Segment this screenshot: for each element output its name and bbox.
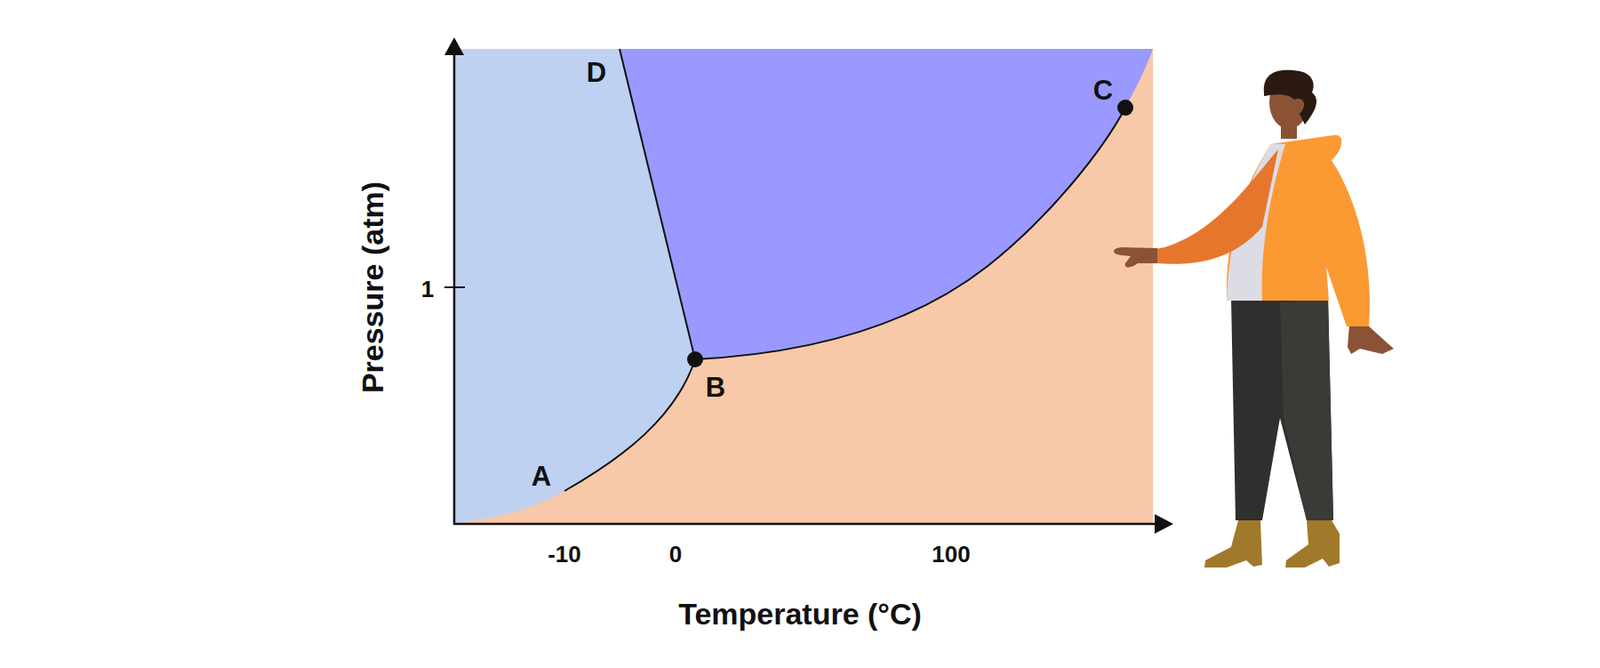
x-axis-arrowhead: [1154, 513, 1174, 534]
axis-title: Pressure (atm): [357, 181, 388, 393]
critical-point: [1117, 99, 1134, 116]
hand: [1347, 324, 1394, 354]
axis-title: Temperature (°C): [678, 598, 922, 629]
x-axis: [453, 522, 1158, 526]
tick-label: 1: [421, 277, 434, 301]
point-letter: D: [586, 58, 607, 87]
triple-point: [687, 351, 704, 368]
tick-label: 100: [931, 542, 970, 566]
gas-region: [454, 48, 1153, 524]
tick-label: 0: [669, 542, 682, 566]
liquid-gas-line: [695, 107, 1126, 360]
pants-leg: [1280, 297, 1334, 520]
point-letter: B: [705, 373, 726, 401]
liquid-region: [619, 48, 1153, 360]
pants: [1231, 297, 1334, 520]
y-axis-arrowhead: [444, 37, 464, 56]
boot: [1204, 520, 1263, 568]
presenter-figure: [1113, 70, 1394, 568]
boot: [1285, 520, 1340, 568]
solid-liquid-line: [619, 48, 696, 360]
solid-gas-line: [564, 359, 696, 491]
pointing-hand: [1113, 247, 1158, 268]
point-letter: A: [531, 462, 552, 490]
hair: [1264, 70, 1317, 125]
y-tick: [444, 286, 465, 288]
point-letter: C: [1093, 76, 1113, 104]
tick-label: -10: [547, 542, 582, 566]
sleeve: [1155, 149, 1279, 264]
